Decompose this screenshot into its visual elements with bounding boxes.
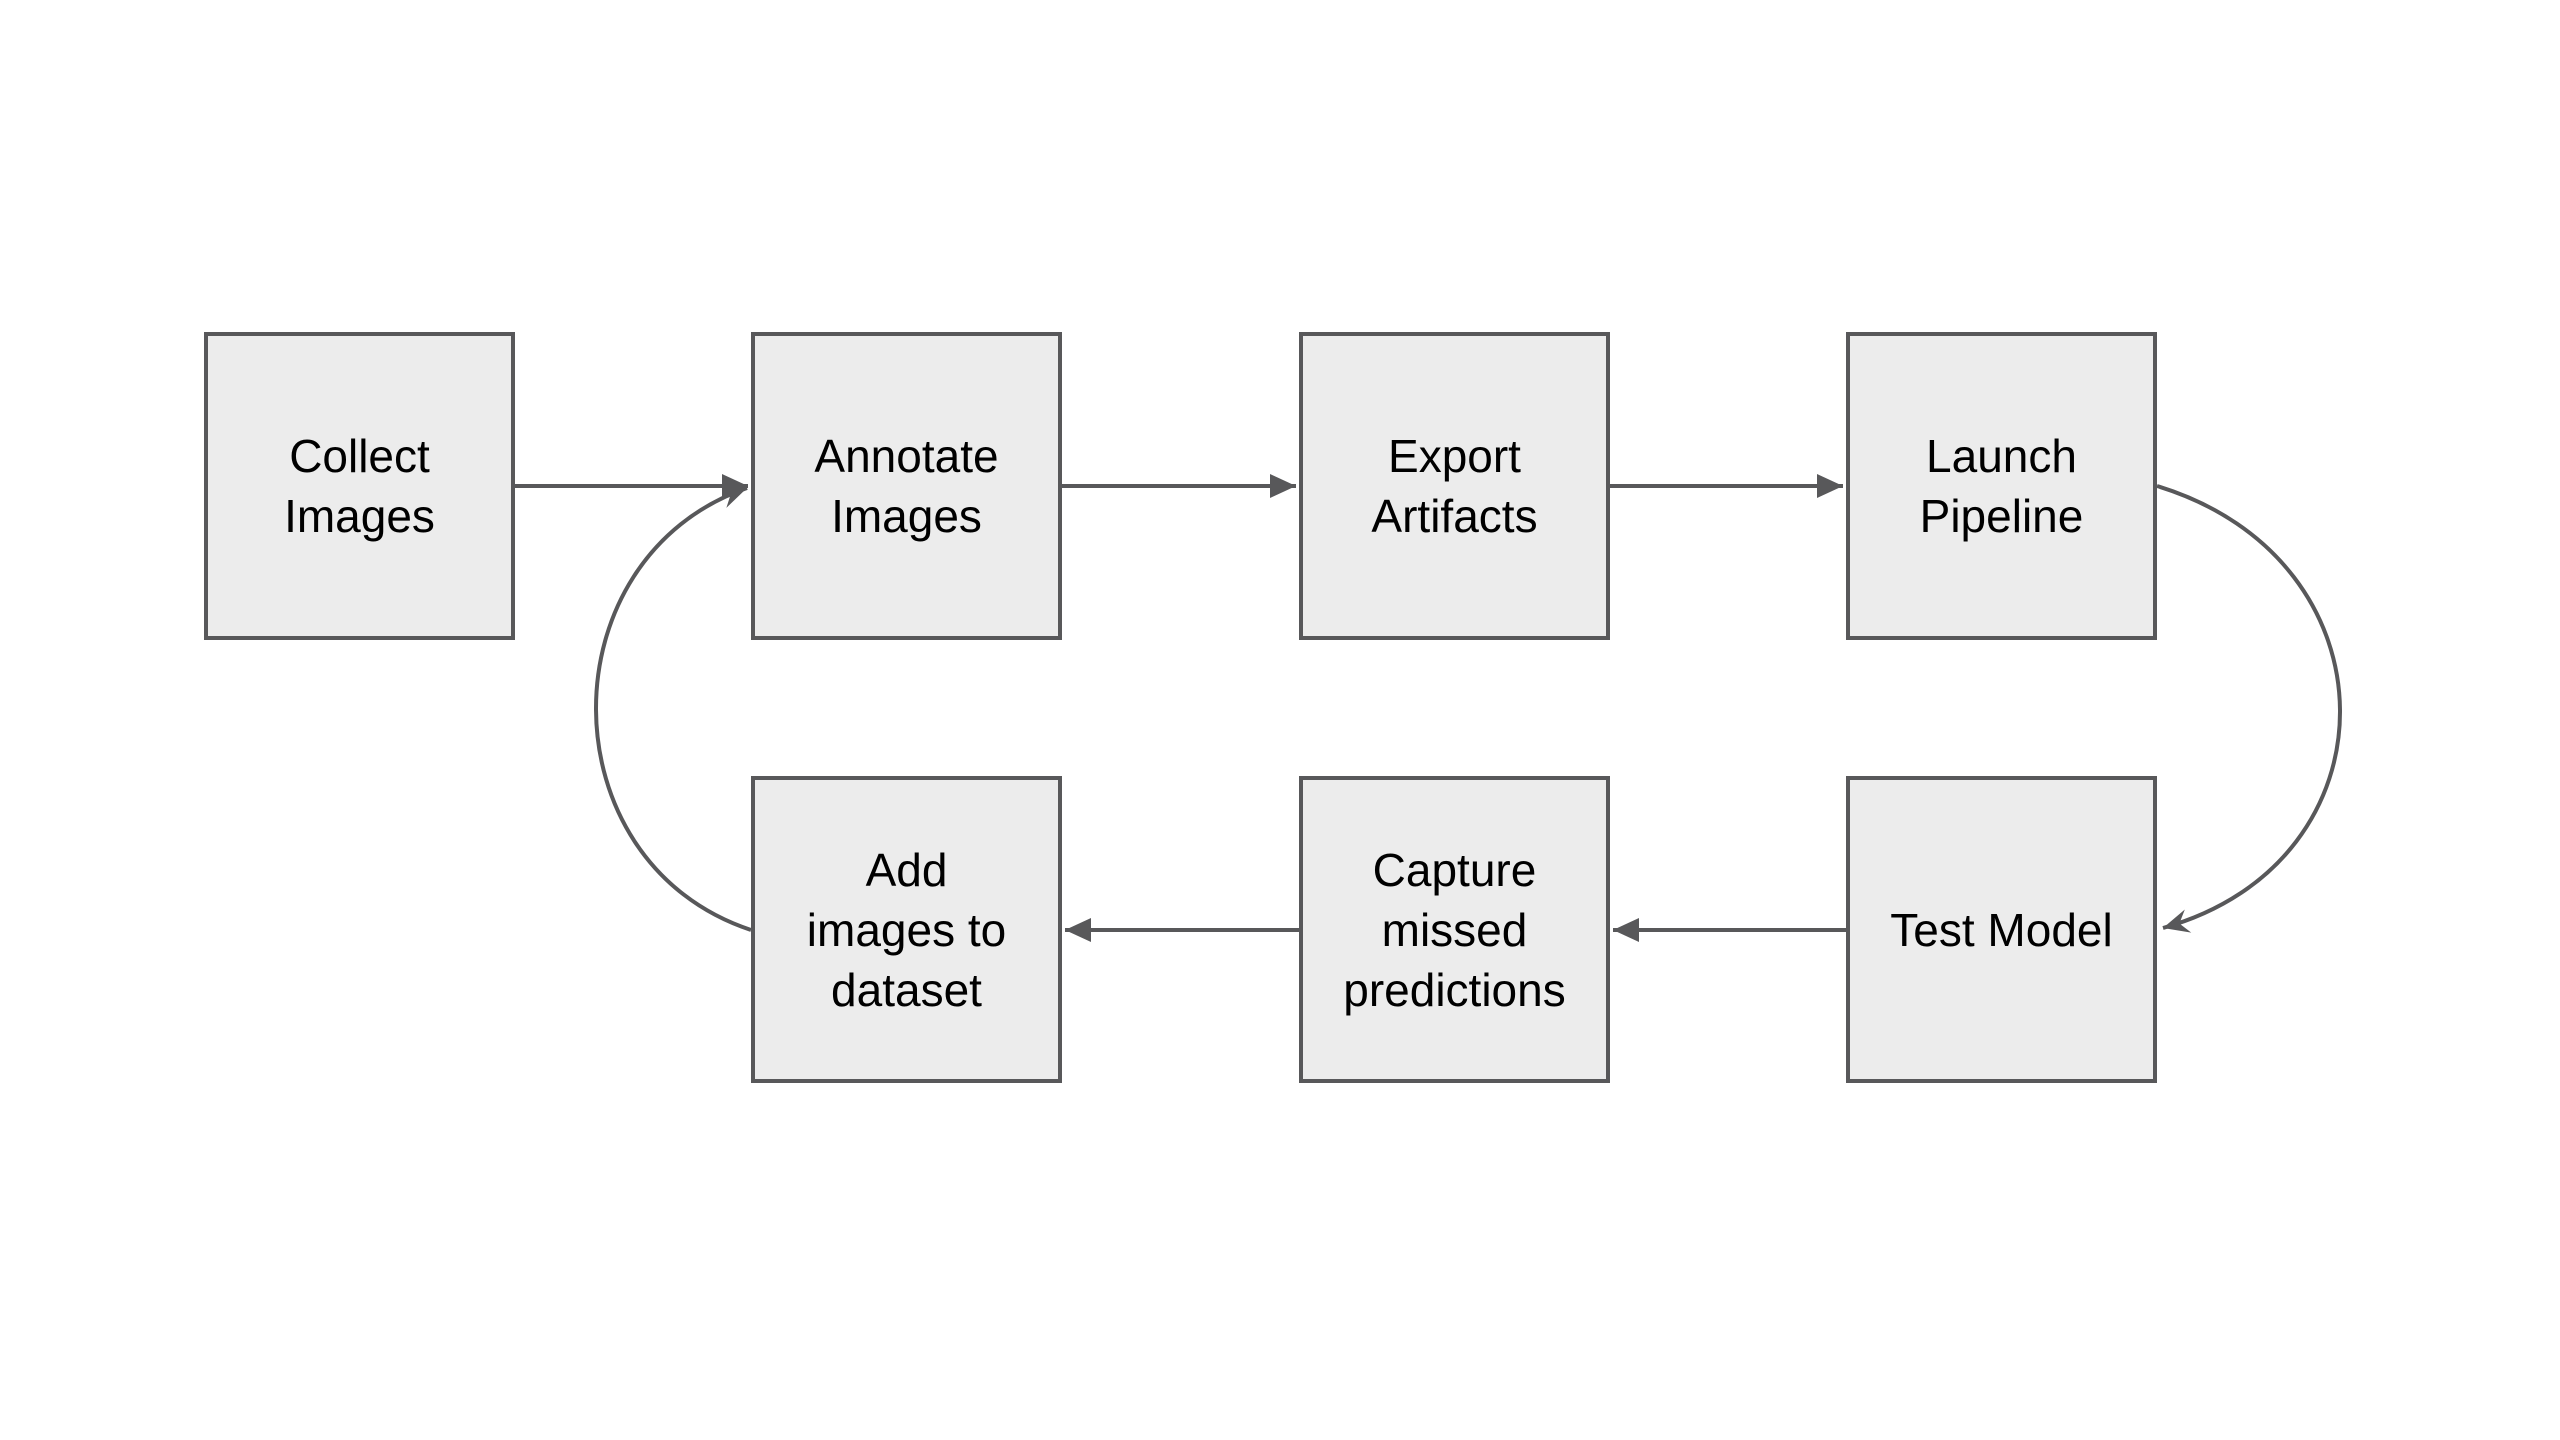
label-line: Test Model (1890, 903, 2113, 956)
label-line: Add (865, 843, 948, 896)
node-collect-images: Collect Images (204, 332, 515, 640)
node-export-artifacts: Export Artifacts (1299, 332, 1610, 640)
node-test-model: Test Model (1846, 776, 2157, 1083)
edge-add-to-annotate (594, 485, 752, 932)
label-line: dataset (831, 963, 982, 1016)
label-line: Collect (289, 430, 430, 482)
node-launch-pipeline-label: Launch Pipeline (1920, 426, 2084, 546)
label-line: Images (284, 490, 435, 542)
label-line: missed (1381, 903, 1528, 956)
label-line: Artifacts (1371, 490, 1538, 542)
node-test-model-label: Test Model (1890, 900, 2112, 960)
label-line: Launch (1926, 430, 2077, 482)
node-add-images-to-dataset: Add images to dataset (751, 776, 1062, 1083)
node-capture-missed-predictions-label: Capture missed predictions (1343, 840, 1565, 1020)
node-collect-images-label: Collect Images (284, 426, 435, 546)
label-line: images to (806, 903, 1007, 956)
node-capture-missed-predictions: Capture missed predictions (1299, 776, 1610, 1083)
node-annotate-images: Annotate Images (751, 332, 1062, 640)
label-line: predictions (1343, 963, 1566, 1016)
label-line: Export (1388, 430, 1521, 482)
label-line: Capture (1372, 843, 1537, 896)
node-export-artifacts-label: Export Artifacts (1371, 426, 1537, 546)
node-launch-pipeline: Launch Pipeline (1846, 332, 2157, 640)
label-line: Images (831, 490, 982, 542)
node-annotate-images-label: Annotate Images (814, 426, 998, 546)
label-line: Pipeline (1919, 490, 2084, 542)
edge-launch-to-test (2156, 484, 2342, 933)
node-add-images-to-dataset-label: Add images to dataset (807, 840, 1006, 1020)
label-line: Annotate (814, 430, 999, 482)
